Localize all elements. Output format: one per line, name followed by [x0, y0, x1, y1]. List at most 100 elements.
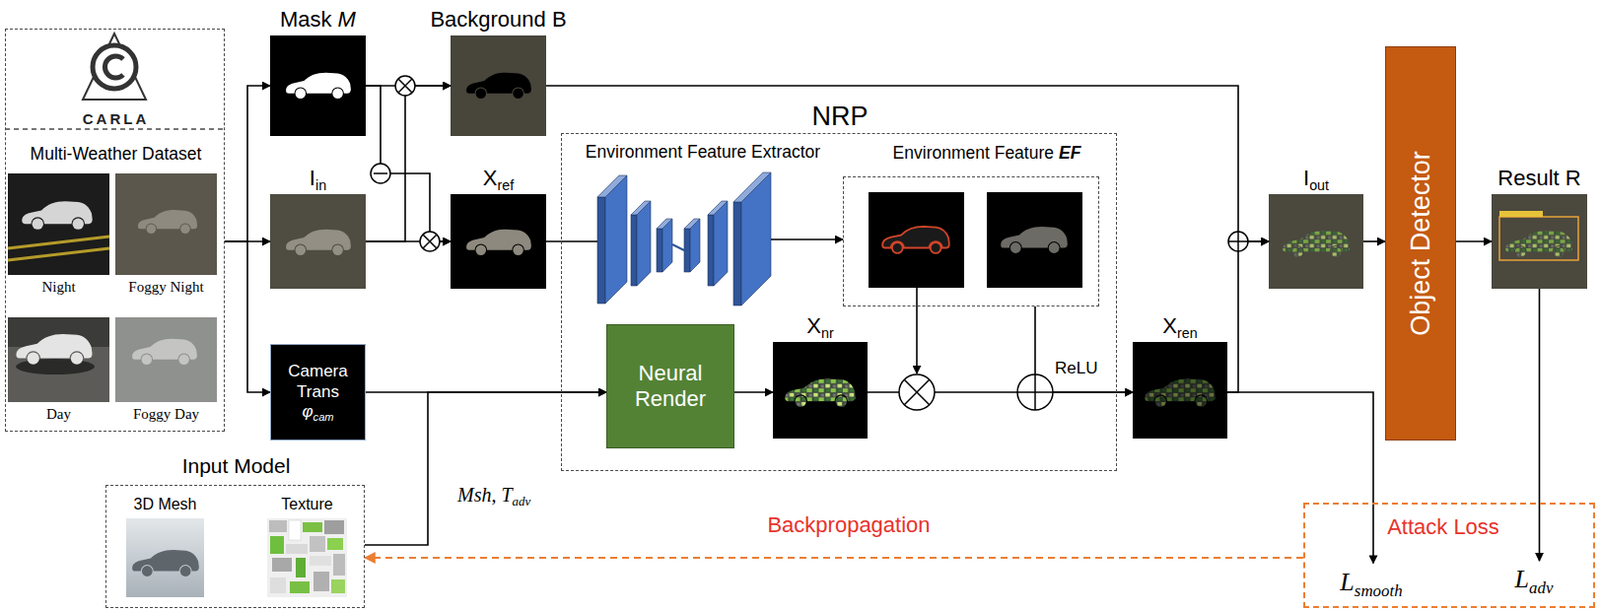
rendered-image	[1144, 378, 1215, 408]
network-blocks	[733, 172, 771, 203]
node-text: M	[338, 6, 356, 32]
operator-symbol	[370, 163, 391, 184]
node-text: Foggy Day	[133, 406, 200, 422]
text-line: NRP	[561, 100, 1118, 133]
network-blocks	[597, 172, 771, 306]
node-text: Camera Trans	[287, 361, 348, 401]
text-line: Foggy Night	[103, 278, 229, 296]
edge-label-text: Backpropagation	[766, 512, 930, 538]
texture-image	[327, 538, 344, 551]
node-text: X	[1162, 313, 1178, 339]
weather-photo	[15, 358, 95, 375]
node-text: I	[309, 165, 316, 191]
text-line: Ladv	[1515, 563, 1554, 595]
text-line: Night	[0, 278, 122, 296]
input-image	[270, 194, 366, 289]
reference-image	[450, 194, 547, 289]
connector	[364, 392, 607, 546]
output-image	[1491, 194, 1588, 289]
connector	[364, 556, 1304, 559]
dataset-panel: CARLAMulti-Weather DatasetNightFoggy Nig…	[4, 28, 225, 432]
node-text: out	[1309, 177, 1329, 194]
network-blocks	[656, 218, 673, 229]
texture-image	[309, 556, 332, 566]
texture-image	[302, 522, 323, 533]
texture-image	[289, 581, 310, 594]
operator-symbol	[398, 78, 413, 93]
rendered-image	[784, 378, 855, 408]
network-blocks	[707, 214, 714, 286]
text-line: Iin	[230, 165, 406, 192]
process-box: Neural Render	[606, 324, 735, 449]
operator-symbol	[422, 234, 437, 249]
rendered-image: Xren	[1132, 342, 1228, 439]
weather-photo	[138, 209, 198, 234]
subscript-label: adv	[512, 493, 532, 509]
mesh-image	[126, 518, 205, 598]
texture-image	[269, 520, 287, 533]
network-block: Environment Feature Extractor	[597, 168, 771, 306]
texture-image	[267, 518, 348, 598]
feature-image	[868, 192, 1083, 288]
feature-image	[1000, 226, 1068, 254]
operator-symbol	[422, 234, 437, 249]
node-text: CARLA	[82, 110, 150, 128]
node-text: adv	[1529, 578, 1553, 598]
weather-photo	[7, 248, 110, 261]
node-text: smooth	[1354, 581, 1403, 601]
operator-symbol	[899, 374, 935, 411]
connector	[770, 238, 843, 241]
connector	[1456, 240, 1492, 243]
background-image	[466, 72, 532, 99]
weather-image: Day	[7, 317, 110, 403]
feature-arrow	[916, 287, 918, 374]
node-text: φ	[302, 402, 314, 421]
model-group: Input Model3D MeshTexture	[105, 485, 365, 609]
node-text: ren	[1177, 325, 1198, 342]
edge-label: Msh, Tadv	[455, 483, 533, 507]
connector	[1035, 306, 1133, 393]
network-blocks	[630, 214, 637, 286]
feature-group: Environment FeatureEF	[842, 176, 1100, 307]
reference-image: Xref	[450, 194, 547, 289]
connector	[1538, 288, 1541, 561]
weather-photo	[7, 173, 110, 276]
text-area: Ladv	[1504, 560, 1564, 599]
network-blocks	[636, 201, 651, 286]
text-line: Xren	[1093, 313, 1267, 340]
text-line: 3D Mesh	[106, 494, 224, 514]
text-line: Iout	[1229, 165, 1403, 192]
loss-group: Attack LossLsmoothLadv	[1303, 502, 1596, 609]
loss-term: Ladv	[1504, 560, 1564, 599]
background-image	[450, 35, 547, 137]
text-line: Result R	[1452, 165, 1600, 192]
text-line: Background B	[411, 6, 586, 33]
process-box: Object Detector	[1385, 46, 1457, 441]
connector	[224, 241, 271, 393]
connector	[224, 85, 271, 242]
process-box: Camera Transφcam	[270, 344, 366, 441]
background-image	[450, 35, 547, 137]
weather-photo	[7, 173, 217, 403]
text-line: Environment Feature Extractor	[574, 141, 832, 163]
text-line: Environment FeatureEF	[858, 142, 1115, 164]
texture-image: Texture	[267, 518, 348, 598]
feature-arrow	[915, 287, 918, 374]
weather-photo	[115, 317, 217, 403]
node-text: Multi-Weather Dataset	[30, 143, 203, 164]
output-image	[1282, 230, 1350, 258]
edge-label: ReLU	[1052, 358, 1100, 379]
operator-symbol	[419, 231, 440, 252]
operator-symbol	[373, 172, 388, 175]
input-image	[270, 194, 366, 289]
panel-divider	[4, 129, 225, 131]
text-area: Camera Transφcam	[271, 345, 365, 440]
input-image	[285, 229, 351, 256]
node-text: 3D Mesh	[133, 495, 197, 513]
node-text: Environment Feature Extractor	[585, 141, 821, 162]
mesh-image	[126, 518, 205, 598]
node-text: L	[1339, 567, 1354, 597]
operator-symbol	[904, 379, 929, 405]
feature-image	[868, 192, 965, 288]
texture-image	[270, 577, 286, 594]
